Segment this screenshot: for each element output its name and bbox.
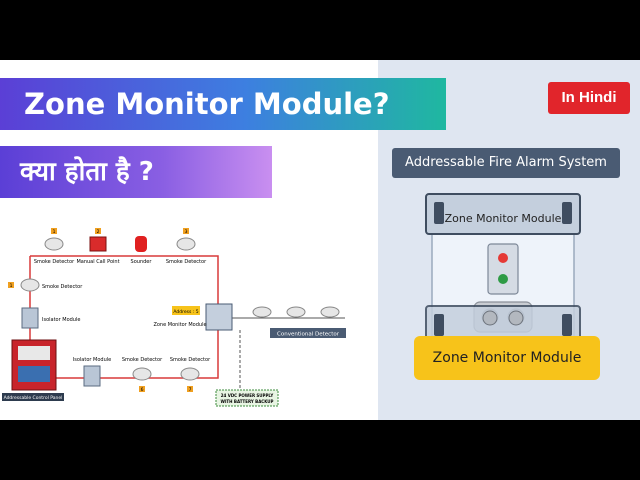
address-label: Address : 5 xyxy=(173,309,198,315)
conventional-label-bg xyxy=(270,328,346,338)
address-tag xyxy=(187,386,193,392)
terminal-knob-left-icon xyxy=(482,310,498,326)
device-label: Smoke Detector xyxy=(34,259,75,265)
address-tag-text: 7 xyxy=(189,387,192,393)
device-label: Conventional Detector xyxy=(277,332,340,338)
device-label: Smoke Detector xyxy=(170,357,211,363)
panel-display xyxy=(18,346,50,360)
device-label: Addressable Control Panel xyxy=(4,395,63,401)
loop-wire xyxy=(29,255,219,379)
hindi-subtitle-banner: क्या होता है ? xyxy=(0,146,272,198)
module-illustration: Zone Monitor Module xyxy=(425,193,581,347)
smoke-detector-icon xyxy=(20,278,40,292)
device-label: Isolator Module xyxy=(42,317,80,323)
isolator-module-left: Isolator Module xyxy=(21,307,80,329)
red-led-icon xyxy=(498,253,508,263)
device-label: Smoke Detector xyxy=(166,259,207,265)
address-tag-text: 3 xyxy=(185,229,188,235)
module-top-plate xyxy=(425,193,581,235)
in-hindi-badge: In Hindi xyxy=(548,82,630,114)
title-banner: Zone Monitor Module? xyxy=(0,78,446,130)
zone-monitor-module-node: Address : 5 Zone Monitor Module xyxy=(153,303,233,331)
smoke-detector-2: 3 Smoke Detector xyxy=(166,228,207,265)
address-tag-text: 6 xyxy=(141,387,144,393)
green-led-icon xyxy=(498,274,508,284)
power-supply-line1: 24 VDC POWER SUPPLY xyxy=(221,393,274,398)
terminal-knob-right-icon xyxy=(508,310,524,326)
address-tag xyxy=(139,386,145,392)
smoke-detector-bottom-2: Smoke Detector 7 xyxy=(170,357,211,393)
address-tag-text: 2 xyxy=(97,229,100,235)
led-panel xyxy=(487,243,519,295)
conventional-detector-icon xyxy=(286,306,306,318)
address-tag xyxy=(8,282,14,288)
module-plate-text: Zone Monitor Module xyxy=(445,212,562,225)
manual-call-point: 2 Manual Call Point xyxy=(76,228,120,265)
smoke-detector-bottom-1: Smoke Detector 6 xyxy=(122,357,163,393)
isolator-icon xyxy=(83,365,101,387)
device-label: Isolator Module xyxy=(73,357,111,363)
address-badge xyxy=(172,306,200,315)
wiring-diagram: 1 Smoke Detector 2 Manual Call Point Sou… xyxy=(2,228,346,407)
smoke-detector-icon xyxy=(132,367,152,381)
system-label: Addressable Fire Alarm System xyxy=(392,148,620,178)
power-supply-line2: WITH BATTERY BACKUP xyxy=(221,399,274,404)
address-tag-text: 1 xyxy=(10,283,13,289)
top-plate-slot-right xyxy=(562,202,572,224)
address-tag xyxy=(51,228,57,234)
module-label: Zone Monitor Module xyxy=(414,336,600,380)
address-tag xyxy=(95,228,101,234)
address-tag xyxy=(183,228,189,234)
power-supply-box: 24 VDC POWER SUPPLY WITH BATTERY BACKUP xyxy=(215,389,279,407)
top-plate-slot-left xyxy=(434,202,444,224)
thumbnail-frame: Zone Monitor Module? क्या होता है ? In H… xyxy=(0,60,640,420)
smoke-detector-icon xyxy=(176,237,196,251)
device-label: Zone Monitor Module xyxy=(153,322,206,328)
bottom-plate-slot-left xyxy=(434,314,444,336)
address-tag-text: 1 xyxy=(53,229,56,235)
addressable-control-panel: Addressable Control Panel xyxy=(2,339,64,401)
conventional-detector-icon xyxy=(320,306,340,318)
panel-label-bg xyxy=(2,393,64,401)
zone-module-icon xyxy=(205,303,233,331)
isolator-icon xyxy=(21,307,39,329)
sounder: Sounder xyxy=(131,236,153,265)
device-label: Sounder xyxy=(131,259,153,265)
isolator-module-bottom: Isolator Module xyxy=(73,357,111,387)
conventional-detector-icon xyxy=(252,306,272,318)
sounder-icon xyxy=(135,236,147,252)
smoke-detector-icon xyxy=(180,367,200,381)
bottom-plate-slot-right xyxy=(562,314,572,336)
call-point-icon xyxy=(89,236,107,252)
power-supply-icon xyxy=(215,389,279,407)
smoke-detector-1: 1 Smoke Detector xyxy=(34,228,75,265)
device-label: Smoke Detector xyxy=(122,357,163,363)
device-label: Smoke Detector xyxy=(42,284,83,290)
smoke-detector-icon xyxy=(44,237,64,251)
device-label: Manual Call Point xyxy=(76,259,119,265)
smoke-detector-left: 1 Smoke Detector xyxy=(8,278,83,292)
conventional-detectors: Conventional Detector xyxy=(252,306,346,338)
panel-keypad xyxy=(18,366,50,382)
